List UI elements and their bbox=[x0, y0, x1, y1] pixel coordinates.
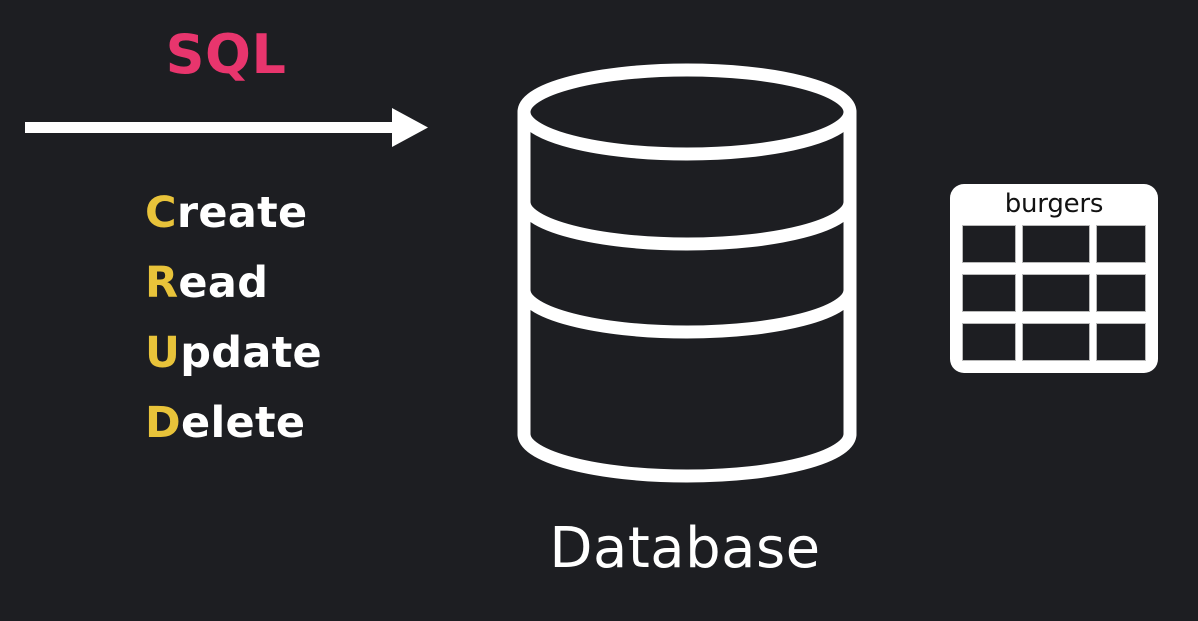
crud-rest-read: ead bbox=[178, 258, 269, 308]
table-cell bbox=[1096, 323, 1146, 361]
table-cell bbox=[1022, 323, 1090, 361]
crud-initial-c: C bbox=[145, 188, 177, 238]
table-row bbox=[962, 274, 1146, 312]
crud-initial-u: U bbox=[145, 328, 181, 378]
burgers-table-grid bbox=[962, 222, 1146, 361]
table-cell bbox=[1096, 225, 1146, 263]
table-cell bbox=[962, 225, 1016, 263]
table-cell bbox=[962, 323, 1016, 361]
burgers-table-title: burgers bbox=[1004, 189, 1104, 219]
crud-list: Create Read Update Delete bbox=[145, 192, 475, 472]
table-cell bbox=[1022, 274, 1090, 312]
crud-rest-delete: elete bbox=[181, 398, 306, 448]
crud-rest-create: reate bbox=[176, 188, 308, 238]
table-cell bbox=[962, 274, 1016, 312]
rightward-arrow bbox=[20, 104, 430, 152]
table-cell bbox=[1022, 225, 1090, 263]
table-row bbox=[962, 323, 1146, 361]
table-row bbox=[962, 225, 1146, 263]
burgers-table-card: burgers bbox=[950, 184, 1158, 373]
table-cell bbox=[1096, 274, 1146, 312]
crud-initial-d: D bbox=[145, 398, 181, 448]
crud-initial-r: R bbox=[145, 258, 179, 308]
database-cylinder-icon bbox=[512, 62, 862, 502]
database-caption: Database bbox=[549, 516, 821, 581]
crud-item-read: Read bbox=[145, 262, 475, 332]
crud-item-delete: Delete bbox=[145, 402, 475, 472]
crud-item-create: Create bbox=[145, 192, 475, 262]
sql-label: SQL bbox=[165, 23, 287, 86]
crud-rest-update: pdate bbox=[180, 328, 323, 378]
crud-item-update: Update bbox=[145, 332, 475, 402]
